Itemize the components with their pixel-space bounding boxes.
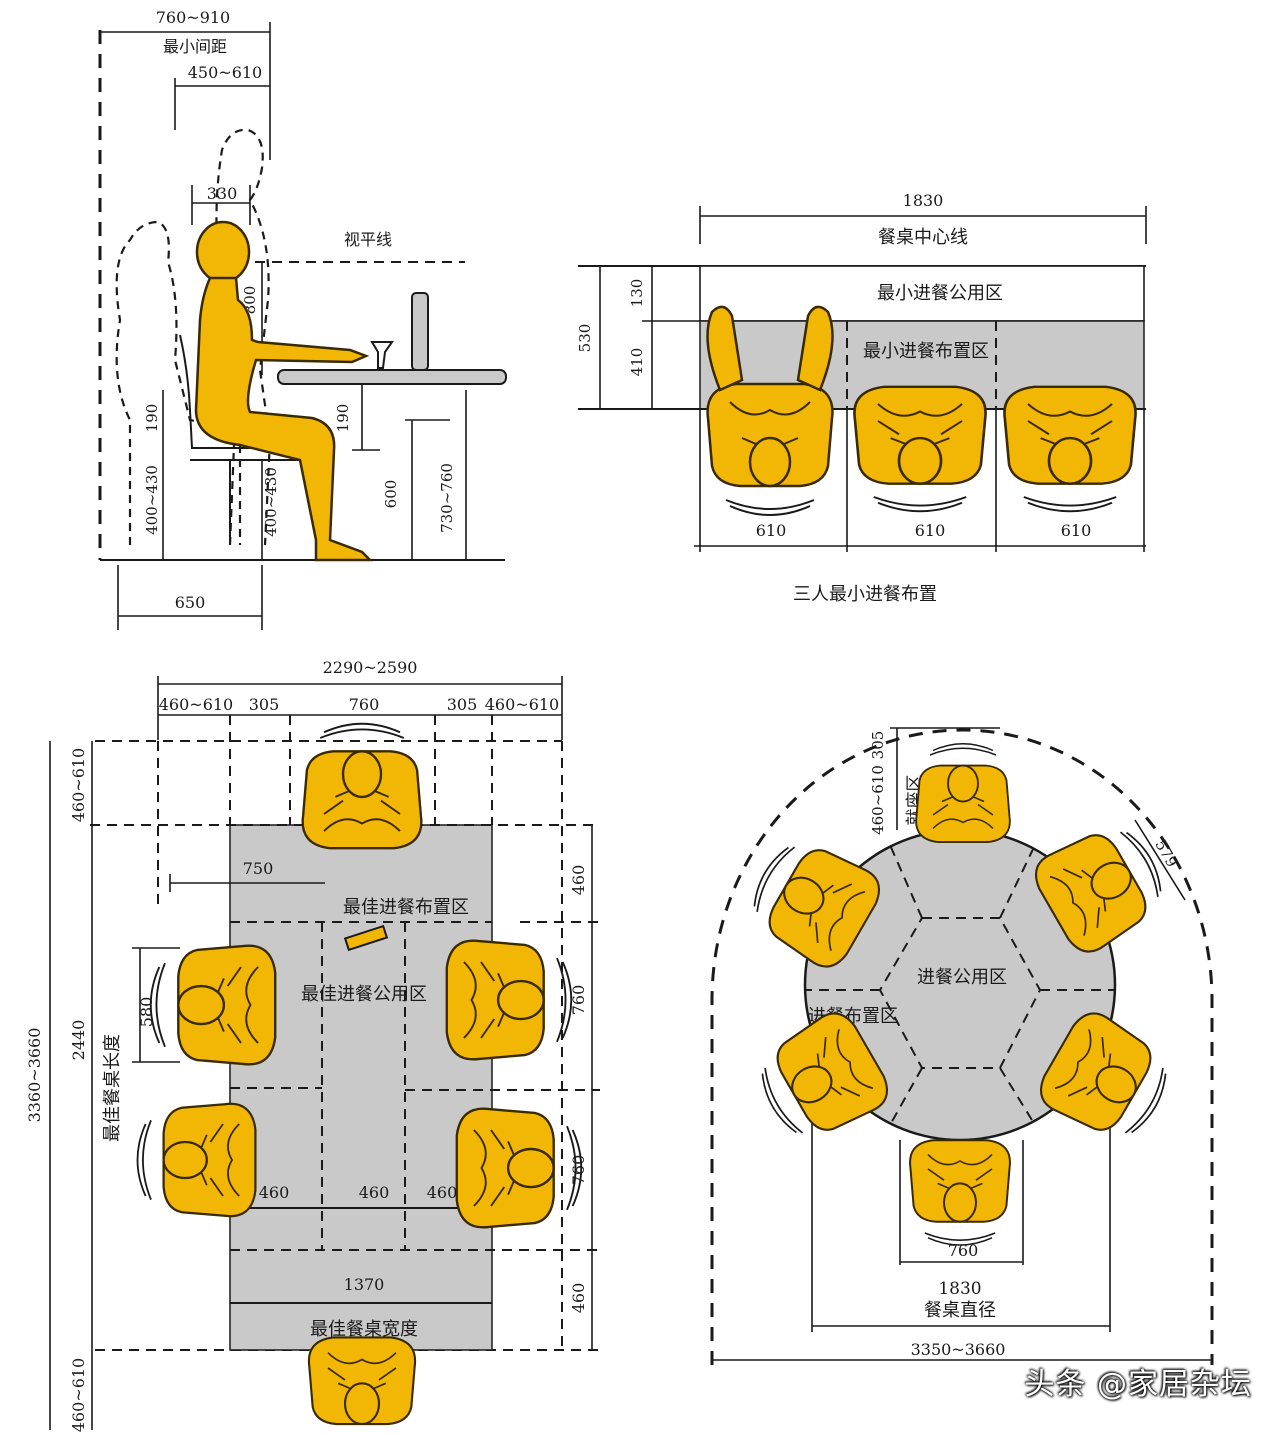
inner-dim-3: 460 — [427, 1183, 458, 1202]
person-2 — [853, 385, 987, 513]
rect-top-dim-2: 305 — [249, 695, 280, 714]
table-top — [277, 369, 507, 385]
inner-dim-1: 460 — [259, 1183, 290, 1202]
table-height-value: 730~760 — [438, 463, 456, 533]
round-table-panel: 3350~3660 进餐公用区 进餐布置区 305 460~610 就座区 57… — [710, 727, 1214, 1365]
rect-person-left-2 — [136, 1102, 257, 1218]
rect-person-left-1 — [149, 944, 277, 1066]
round-diameter-label: 餐桌直径 — [924, 1300, 996, 1321]
thigh-right-value: 190 — [334, 404, 352, 433]
clear-top-value: 460~610 — [69, 748, 88, 822]
round-diameter-value: 1830 — [938, 1279, 981, 1299]
rect-top-dim-3: 760 — [349, 695, 380, 714]
round-common-label: 进餐公用区 — [917, 967, 1007, 988]
place-depth-value: 410 — [628, 348, 646, 377]
round-clear-305: 305 — [869, 731, 887, 760]
right-dim-4: 460 — [569, 1283, 588, 1314]
reach-750-value: 750 — [243, 859, 274, 878]
reach-value: 450~610 — [188, 63, 262, 82]
min-common-label: 最小进餐公用区 — [877, 283, 1003, 304]
chair — [179, 334, 301, 461]
rect-top-dim-5: 460~610 — [485, 695, 559, 714]
rect-overall-width: 2290~2590 — [323, 658, 418, 677]
rect-person-top — [301, 722, 423, 850]
phone — [343, 924, 389, 952]
knee-value: 600 — [382, 480, 400, 509]
round-overall-value: 3350~3660 — [911, 1340, 1006, 1359]
side-view-panel: 760~910 最小间距 450~610 330 视平线 800 190 4 — [98, 8, 507, 630]
seat-left-value: 400~430 — [143, 465, 161, 535]
best-common-zone-label: 最佳进餐公用区 — [301, 984, 427, 1005]
eye-line-label: 视平线 — [344, 230, 392, 249]
rect-top-dim-4: 305 — [447, 695, 478, 714]
thigh-left-value: 190 — [143, 404, 161, 433]
seat-width-3: 610 — [1061, 521, 1092, 540]
person-3 — [1003, 385, 1137, 513]
rect-overall-length: 3360~3660 — [25, 1028, 44, 1123]
bottle — [411, 292, 429, 371]
min-spacing-label: 最小间距 — [163, 37, 227, 56]
centerline-label: 餐桌中心线 — [878, 227, 968, 248]
three-person-panel: 1830 餐桌中心线 最小进餐公用区 最小进餐布置区 530 130 410 6… — [576, 191, 1147, 605]
rect-top-dim-1: 460~610 — [159, 695, 233, 714]
glass — [370, 341, 394, 369]
rect-table-panel: 2290~2590 460~610 305 760 305 460~610 75… — [25, 658, 600, 1435]
seated-figure — [194, 220, 374, 562]
inner-dim-2: 460 — [359, 1183, 390, 1202]
three-person-caption: 三人最小进餐布置 — [793, 584, 937, 605]
rect-width-label: 最佳餐桌宽度 — [310, 1319, 418, 1340]
three-width-value: 1830 — [903, 191, 944, 210]
rect-person-bottom — [307, 1336, 417, 1435]
total-depth-value: 530 — [576, 324, 594, 353]
round-seat-width: 760 — [948, 1241, 979, 1260]
right-dim-2: 760 — [569, 985, 588, 1016]
round-clearance-outline — [710, 728, 1214, 1365]
right-dim-1: 460 — [569, 865, 588, 896]
table-length-label: 最佳餐桌长度 — [102, 1034, 123, 1142]
best-place-zone-label: 最佳进餐布置区 — [343, 897, 469, 918]
seat-width-1: 610 — [756, 521, 787, 540]
seat-right-value: 400~430 — [262, 467, 280, 537]
head-value: 330 — [207, 184, 238, 203]
round-person-bottom — [909, 1139, 1011, 1247]
min-spacing-value: 760~910 — [156, 8, 230, 27]
round-person-top — [915, 742, 1011, 843]
right-dim-3: 760 — [569, 1155, 588, 1186]
clear-bottom-value: 460~610 — [69, 1358, 88, 1432]
common-depth-value: 130 — [628, 279, 646, 308]
table-length-value: 2440 — [69, 1020, 88, 1061]
rect-width-value: 1370 — [344, 1275, 385, 1294]
round-seat-zone-value: 460~610 — [869, 765, 887, 835]
watermark: 头条 @家居杂坛 — [1024, 1367, 1252, 1402]
depth-value: 650 — [175, 593, 206, 612]
min-place-label: 最小进餐布置区 — [863, 341, 989, 362]
rect-person-right-1 — [445, 939, 573, 1061]
seat-width-2: 610 — [915, 521, 946, 540]
ghost-figure-back — [115, 220, 242, 545]
